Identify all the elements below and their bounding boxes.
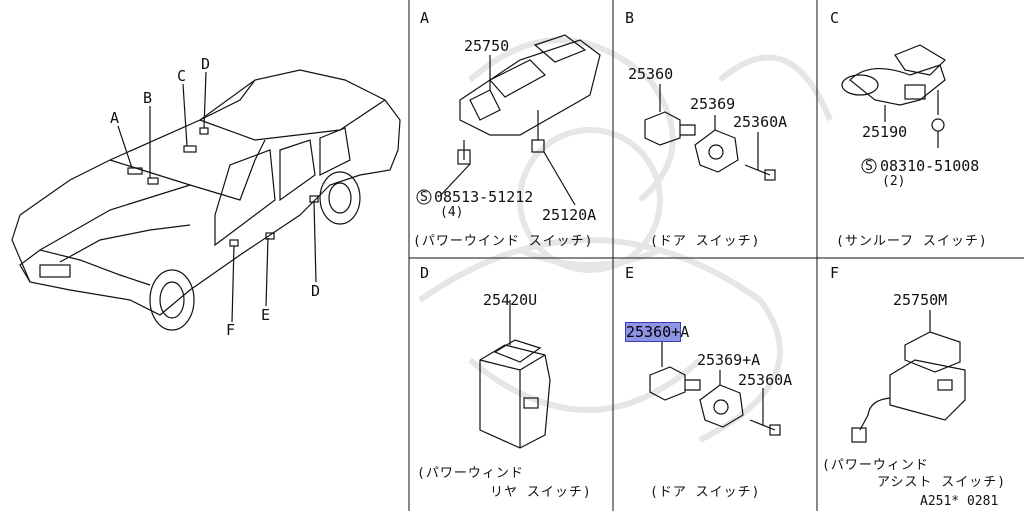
part-number-25360-plus-a[interactable]: 25360+A <box>624 322 690 342</box>
panel-d-letter: D <box>420 264 430 282</box>
screw-qty-c: (2) <box>882 174 906 189</box>
panel-d-drawing <box>479 300 551 449</box>
car-callout-d-door: D <box>311 282 321 300</box>
panel-d-caption-line2: リヤ スイッチ) <box>490 485 592 500</box>
part-number-25190[interactable]: 25190 <box>862 123 908 141</box>
s-mark-a-letter: S <box>420 190 428 205</box>
part-number-08513-51212[interactable]: 08513-51212 <box>434 188 534 206</box>
panel-f-caption-line2: アシスト スイッチ) <box>877 475 1007 490</box>
car-callout-e: E <box>261 306 271 324</box>
part-number-25360[interactable]: 25360 <box>628 65 674 83</box>
car-illustration <box>11 69 401 331</box>
panel-f-drawing <box>851 310 966 443</box>
panel-d-caption-line1: (パワーウィンド <box>417 466 524 481</box>
part-number-25360a-b[interactable]: 25360A <box>733 113 788 131</box>
part-number-25750m[interactable]: 25750M <box>893 291 948 309</box>
car-callout-b: B <box>143 89 153 107</box>
panel-f-letter: F <box>830 264 840 282</box>
part-number-25420u[interactable]: 25420U <box>483 291 538 309</box>
highlighted-part-code[interactable]: 25360+ <box>624 322 682 342</box>
screw-qty-a: (4) <box>440 205 464 220</box>
part-suffix: A <box>680 323 690 341</box>
panel-b-caption: (ドア スイッチ) <box>650 234 761 249</box>
panel-b-drawing <box>644 84 776 181</box>
panel-b-letter: B <box>625 9 635 27</box>
part-number-25369-plus-a[interactable]: 25369+A <box>697 351 761 369</box>
car-callout-d-roof: D <box>201 55 211 73</box>
panel-f-caption-line1: (パワーウィンド <box>822 458 929 473</box>
s-mark-a <box>416 189 432 205</box>
s-mark-c-letter: S <box>865 159 873 174</box>
panel-c-caption: (サンルーフ スイッチ) <box>836 234 988 249</box>
panel-a-caption: (パワーウインド スイッチ) <box>413 234 594 249</box>
panel-a-drawing <box>439 34 601 206</box>
car-callout-f: F <box>226 321 236 339</box>
car-callout-a: A <box>110 109 120 127</box>
panel-e-caption: (ドア スイッチ) <box>650 485 761 500</box>
part-number-25120a[interactable]: 25120A <box>542 206 597 224</box>
part-number-25750[interactable]: 25750 <box>464 37 510 55</box>
car-callout-c: C <box>177 67 187 85</box>
panel-c-letter: C <box>830 9 840 27</box>
s-mark-c <box>861 158 877 174</box>
panel-e-letter: E <box>625 264 635 282</box>
part-number-08310-51008[interactable]: 08310-51008 <box>880 157 980 175</box>
panel-grid <box>408 0 1024 511</box>
part-number-25369[interactable]: 25369 <box>690 95 736 113</box>
part-number-25360a-e[interactable]: 25360A <box>738 371 793 389</box>
panel-a-letter: A <box>420 9 430 27</box>
panel-e-drawing <box>649 340 781 436</box>
panel-c-drawing <box>841 44 946 148</box>
footer-code: A251* 0281 <box>920 494 999 509</box>
